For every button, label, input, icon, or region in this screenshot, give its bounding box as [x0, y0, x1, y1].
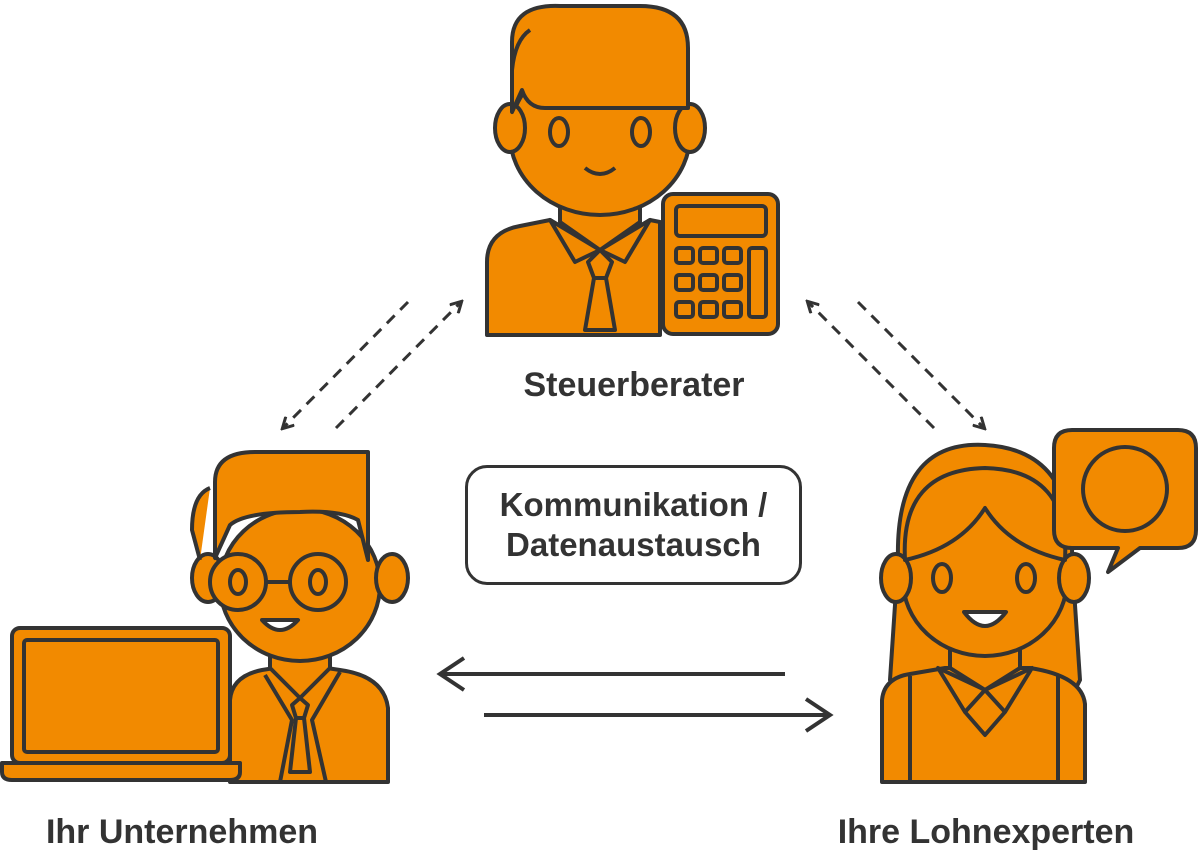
arrow-to-payroll — [856, 300, 984, 428]
arrow-to-tax-advisor — [334, 302, 461, 430]
tax-advisor-person-icon — [485, 3, 707, 337]
calculator-icon — [661, 192, 780, 336]
speech-bubble-icon — [1052, 428, 1198, 574]
company-person-icon — [190, 450, 410, 784]
tax-advisor-label: Steuerberater — [523, 366, 744, 404]
arrows-company-tax-advisor — [283, 302, 461, 428]
arrows-tax-advisor-payroll — [808, 302, 984, 428]
communication-box: Kommunikation / Datenaustausch — [465, 465, 802, 585]
arrow-to-company — [283, 300, 410, 428]
payroll-expert-person-icon — [879, 442, 1091, 784]
arrows-company-payroll — [436, 656, 834, 733]
company-label: Ihr Unternehmen — [46, 813, 318, 851]
payroll-experts-label: Ihre Lohnexperten — [838, 813, 1135, 851]
laptop-icon — [0, 626, 242, 782]
arrow-to-tax-advisor-right — [808, 302, 936, 430]
communication-label: Kommunikation / Datenaustausch — [499, 486, 768, 563]
